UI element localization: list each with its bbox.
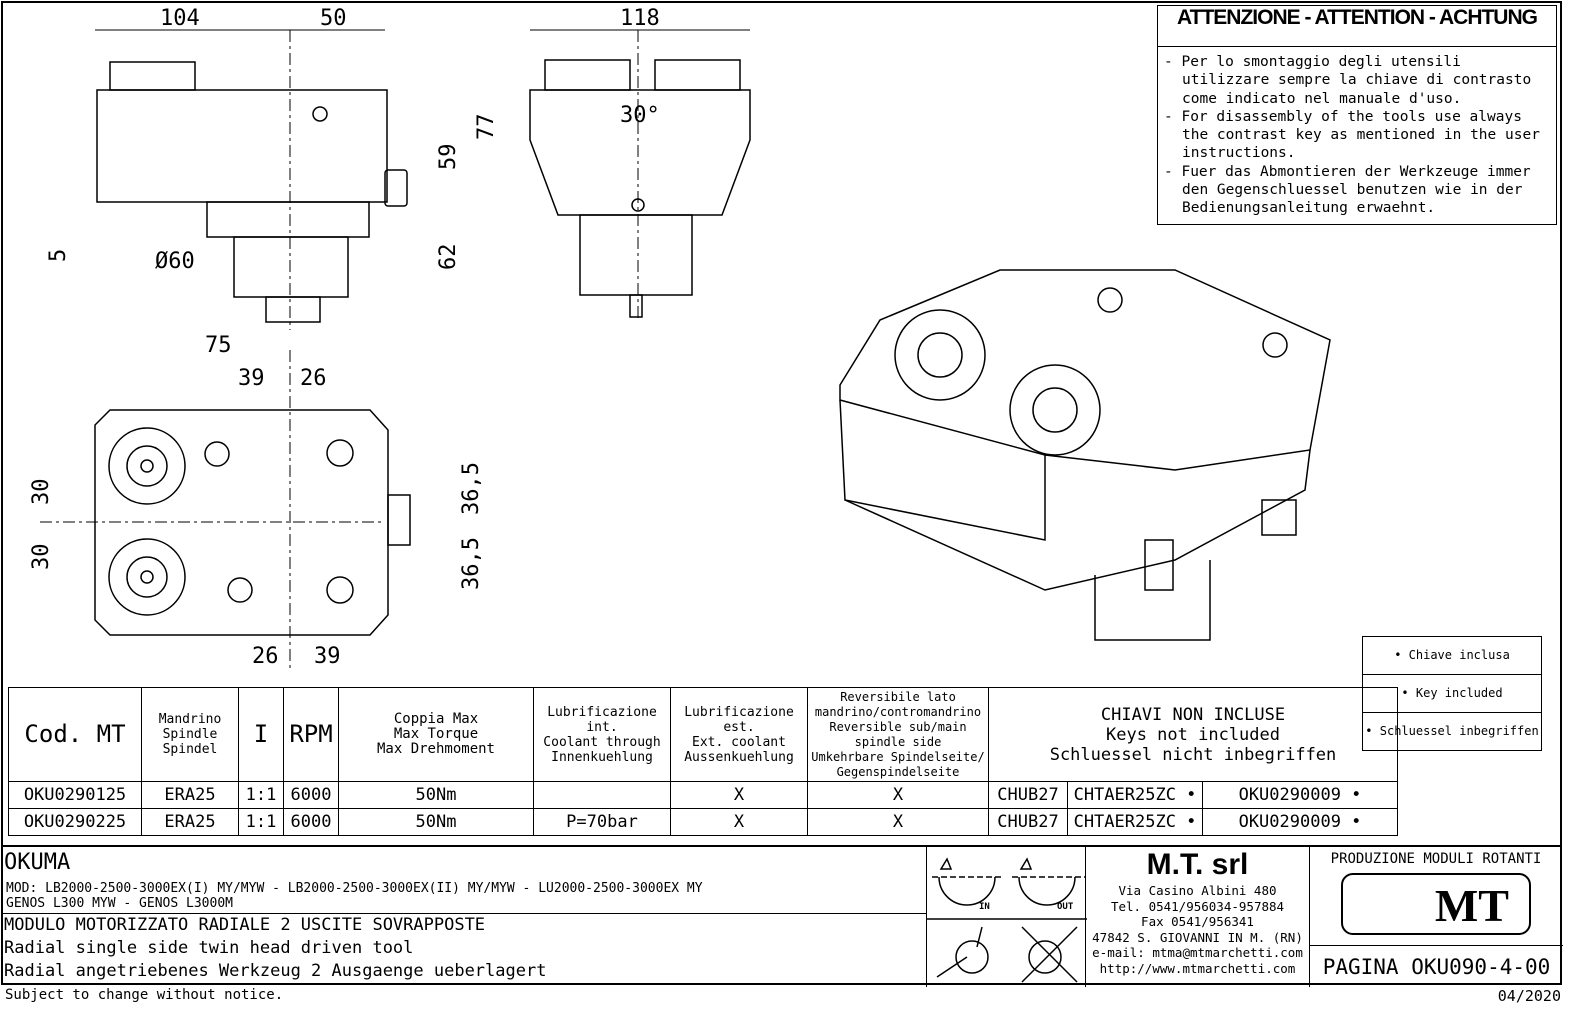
description-en: Radial single side twin head driven tool: [4, 938, 414, 958]
production-label: PRODUZIONE MODULI ROTANTI: [1330, 851, 1542, 867]
address-line: Via Casino Albini 480: [1118, 883, 1277, 898]
dim-label: 118: [620, 6, 660, 31]
dim-label: Ø60: [155, 249, 195, 274]
header-cell: Mandrino Spindle Spindel: [141, 687, 239, 782]
cell: X: [670, 781, 808, 809]
cell: 6000: [283, 781, 339, 809]
dim-label: 5: [46, 249, 71, 262]
cell: OKU0290009 •: [1202, 781, 1398, 809]
keys-legend: • Chiave inclusa • Key included • Schlue…: [1362, 636, 1542, 751]
disclaimer: Subject to change without notice.: [5, 987, 284, 1003]
front-view: [95, 29, 408, 330]
description-it: MODULO MOTORIZZATO RADIALE 2 USCITE SOVR…: [4, 915, 486, 935]
dim-label: 77: [474, 114, 499, 141]
address-line: Fax 0541/956341: [1141, 914, 1254, 929]
dim-label: 30: [29, 544, 54, 571]
description-de: Radial angetriebenes Werkzeug 2 Ausgaeng…: [4, 961, 547, 981]
models: MOD: LB2000-2500-3000EX(I) MY/MYW - LB20…: [6, 881, 703, 896]
dim-label: 30°: [620, 103, 660, 128]
header-cell: Coppia Max Max Torque Max Drehmoment: [338, 687, 534, 782]
header-cell: CHIAVI NON INCLUSE Keys not included Sch…: [988, 687, 1398, 782]
revision-date: 04/2020: [1497, 987, 1561, 1005]
warning-item: - For disassembly of the tools use alway…: [1164, 108, 1540, 162]
cell: X: [670, 808, 808, 836]
cell: CHUB27: [988, 781, 1068, 809]
dim-label: 75: [205, 333, 232, 358]
cell: 50Nm: [338, 781, 534, 809]
dim-label: 62: [436, 244, 461, 271]
dim-label: 26: [300, 366, 327, 391]
dim-label: 50: [320, 6, 347, 31]
cell: OKU0290009 •: [1202, 808, 1398, 836]
production-box: PRODUZIONE MODULI ROTANTI MT PAGINA OKU0…: [1309, 847, 1563, 988]
address-line: 47842 S. GIOVANNI IN M. (RN): [1092, 929, 1303, 945]
no-wrench-icon: [1021, 926, 1078, 983]
table-header-row: Cod. MT Mandrino Spindle Spindel I RPM C…: [8, 687, 1398, 782]
legend-item: • Chiave inclusa: [1363, 637, 1541, 675]
header-cell: Lubrificazione int. Coolant through Inne…: [533, 687, 671, 782]
email: e-mail: mtma@mtmarchetti.com: [1092, 945, 1303, 960]
warning-title: ATTENZIONE - ATTENTION - ACHTUNG: [1158, 6, 1556, 47]
isometric-view: [839, 269, 1331, 641]
website: http://www.mtmarchetti.com: [1099, 960, 1296, 976]
rotation-in-label: IN: [979, 902, 990, 912]
dim-label: 39: [314, 644, 341, 669]
company-name: M.T. srl: [1146, 848, 1249, 881]
cell: 6000: [283, 808, 339, 836]
dim-label: 59: [436, 144, 461, 171]
cell: 1:1: [238, 781, 284, 809]
cell: CHTAER25ZC •: [1067, 781, 1203, 809]
rotation-in-icon: [932, 857, 1002, 906]
cell: ERA25: [141, 781, 239, 809]
drawing-views: 104 50 77 59 5 Ø60 62 118 30° 75 39 26 3…: [29, 6, 1331, 670]
side-view: [529, 29, 751, 320]
mt-logo: MT: [1341, 873, 1531, 935]
dim-label: 30: [29, 479, 54, 506]
cell: P=70bar: [533, 808, 671, 836]
rotation-icons: IN OUT: [926, 847, 1087, 987]
dim-label: 104: [160, 6, 200, 31]
dim-label: 36,5: [459, 462, 484, 515]
title-block: OKUMA MOD: LB2000-2500-3000EX(I) MY/MYW …: [1, 845, 1563, 988]
address-line: Tel. 0541/956034-957884: [1110, 898, 1285, 914]
warning-box: ATTENZIONE - ATTENTION - ACHTUNG - Per l…: [1157, 5, 1557, 225]
rotation-out-icon: [1012, 857, 1085, 906]
sheet-frame: [1, 1, 1562, 985]
page-code: PAGINA OKU090-4-00: [1310, 945, 1563, 988]
brand: OKUMA: [4, 850, 71, 875]
cell: X: [807, 808, 989, 836]
logo-text: MT: [1434, 880, 1509, 931]
company-info: M.T. srl Via Casino Albini 480 Tel. 0541…: [1086, 847, 1309, 987]
header-cell: Cod. MT: [8, 687, 142, 782]
cell: X: [807, 781, 989, 809]
cell: CHUB27: [988, 808, 1068, 836]
cell: CHTAER25ZC •: [1067, 808, 1203, 836]
dim-label: 26: [252, 644, 279, 669]
legend-item: • Key included: [1363, 675, 1541, 713]
models-2: GENOS L300 MYW - GENOS L3000M: [6, 896, 233, 911]
warning-item: - Per lo smontaggio degli utensili utili…: [1164, 54, 1532, 107]
cell: 50Nm: [338, 808, 534, 836]
spec-table: Cod. MT Mandrino Spindle Spindel I RPM C…: [8, 687, 1398, 836]
cell: [533, 781, 671, 809]
cell: ERA25: [141, 808, 239, 836]
header-cell: I: [238, 687, 284, 782]
header-cell: RPM: [283, 687, 339, 782]
cell: OKU0290225: [8, 808, 142, 836]
cell: 1:1: [238, 808, 284, 836]
dim-label: 39: [238, 366, 265, 391]
top-view: [40, 350, 411, 670]
legend-item: • Schluessel inbegriffen: [1365, 724, 1539, 738]
cell: OKU0290125: [8, 781, 142, 809]
header-cell: Lubrificazione est. Ext. coolant Aussenk…: [670, 687, 808, 782]
dim-label: 36,5: [459, 537, 484, 590]
warning-item: - Fuer das Abmontieren der Werkzeuge imm…: [1164, 163, 1531, 217]
rotation-out-label: OUT: [1057, 902, 1074, 912]
wrench-key-icon: [936, 926, 989, 978]
header-cell: Reversibile lato mandrino/contromandrino…: [807, 687, 989, 782]
